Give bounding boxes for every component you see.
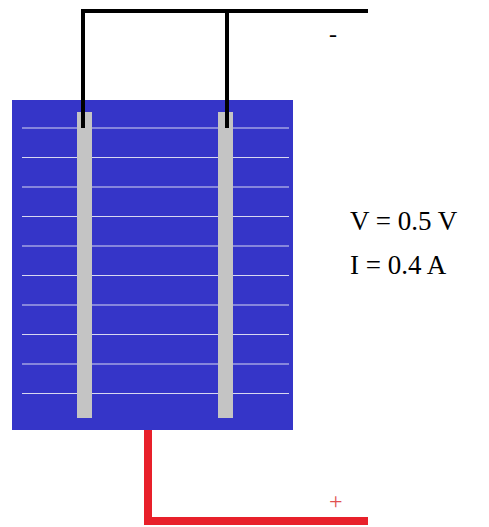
voltage-label: V = 0.5 V [350,208,457,235]
current-label: I = 0.4 A [350,252,446,279]
positive-wire [148,430,368,521]
finger-line [22,334,289,335]
terminal-sign: - [329,22,337,46]
finger-line [22,187,289,188]
finger-line [22,393,289,394]
finger-line [22,216,289,217]
finger-line [22,128,289,129]
finger-line [22,157,289,158]
terminal-sign: + [329,489,343,513]
finger-line [22,364,289,365]
finger-line [22,305,289,306]
solar-cell [12,100,293,430]
finger-line [22,246,289,247]
busbar [218,112,233,418]
negative-wire [225,11,229,128]
negative-wire [83,11,368,128]
finger-lines [22,128,289,394]
finger-line [22,275,289,276]
busbar [77,112,92,418]
